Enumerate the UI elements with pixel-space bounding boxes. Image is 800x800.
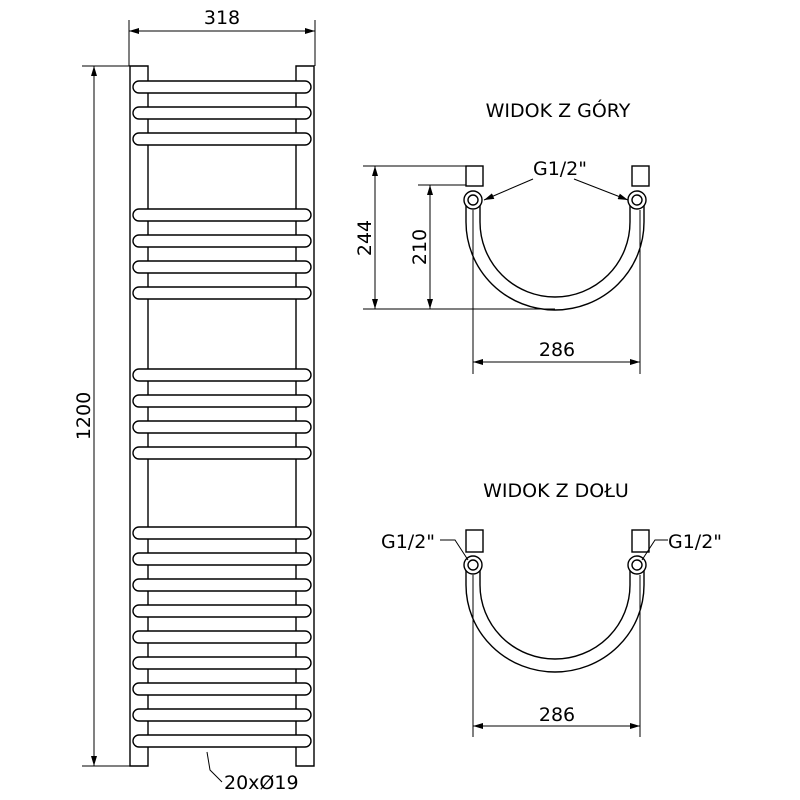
- towel-bar: [132, 80, 312, 94]
- top-view-title: WIDOK Z GÓRY: [486, 98, 631, 122]
- towel-bar: [132, 630, 312, 644]
- towel-bar: [132, 734, 312, 748]
- towel-bar: [132, 106, 312, 120]
- towel-bar: [132, 682, 312, 696]
- connection-label-left: G1/2": [381, 531, 435, 553]
- connection-label-right: G1/2": [668, 531, 722, 553]
- bottom-view-title: WIDOK Z DOŁU: [483, 480, 629, 502]
- bottom-spacing-dimension: 286: [539, 704, 575, 726]
- height-dimension: 1200: [73, 392, 95, 440]
- towel-bar: [132, 394, 312, 408]
- towel-bar: [132, 208, 312, 222]
- depth-total-dimension: 244: [354, 220, 376, 256]
- width-dimension: 318: [204, 7, 240, 29]
- towel-bar: [132, 708, 312, 722]
- towel-bar: [132, 552, 312, 566]
- top-spacing-dimension: 286: [539, 339, 575, 361]
- towel-bar: [132, 132, 312, 146]
- front-view: 318 1200 20xØ19: [73, 7, 316, 794]
- towel-bar: [132, 604, 312, 618]
- towel-bar: [132, 234, 312, 248]
- connection-label: G1/2": [533, 158, 587, 180]
- top-view: WIDOK Z GÓRY 244 210 G1/2" 286: [354, 98, 650, 374]
- bar-count-label: 20xØ19: [224, 772, 299, 794]
- towel-bar: [132, 578, 312, 592]
- towel-bar: [132, 526, 312, 540]
- bottom-view: WIDOK Z DOŁU G1/2" G1/2" 286: [381, 480, 722, 737]
- towel-bar: [132, 420, 312, 434]
- towel-bar: [132, 260, 312, 274]
- towel-bar: [132, 656, 312, 670]
- left-rail: [129, 65, 149, 767]
- towel-bar: [132, 446, 312, 460]
- bars: [132, 80, 312, 748]
- towel-bar: [132, 368, 312, 382]
- depth-axis-dimension: 210: [409, 229, 431, 265]
- towel-bar: [132, 286, 312, 300]
